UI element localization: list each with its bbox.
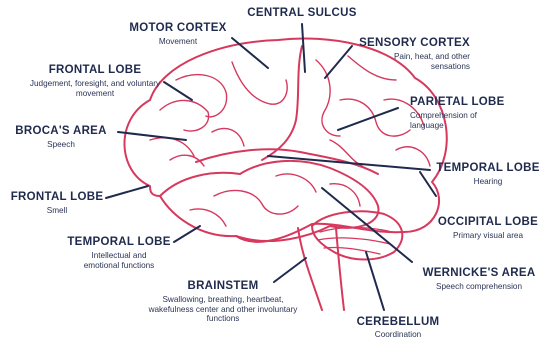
frontal-lobe-bottom-title: FRONTAL LOBE (4, 191, 110, 204)
sensory-cortex-desc: Pain, heat, and other sensations (370, 52, 470, 71)
label-wernickes-area: WERNICKE'S AREA Speech comprehension (410, 267, 548, 292)
wernickes-area-title: WERNICKE'S AREA (410, 267, 548, 280)
label-occipital-lobe: OCCIPITAL LOBE Primary visual area (428, 216, 548, 241)
label-frontal-lobe-top: FRONTAL LOBE Judgement, foresight, and v… (22, 64, 168, 98)
parietal-lobe-title: PARIETAL LOBE (410, 96, 540, 109)
cerebellum-desc: Coordination (340, 330, 456, 339)
temporal-lobe-right-title: TEMPORAL LOBE (430, 162, 546, 175)
parietal-lobe-desc: Comprehension of language (410, 111, 500, 130)
label-brocas-area: BROCA'S AREA Speech (6, 125, 116, 150)
leader-frontal-lobe-top (164, 82, 192, 100)
temporal-lobe-outline (160, 161, 378, 241)
occipital-lobe-title: OCCIPITAL LOBE (428, 216, 548, 229)
brainstem-desc: Swallowing, breathing, heartbeat, wakefu… (142, 295, 304, 323)
label-brainstem: BRAINSTEM Swallowing, breathing, heartbe… (142, 280, 304, 323)
wernickes-area-desc: Speech comprehension (410, 282, 548, 291)
motor-cortex-desc: Movement (108, 37, 248, 46)
brainstem-outline (298, 228, 344, 310)
gyri-frontal (150, 62, 287, 166)
label-frontal-lobe-bottom: FRONTAL LOBE Smell (4, 191, 110, 216)
leader-cerebellum (366, 252, 384, 310)
leader-brainstem (274, 258, 306, 282)
label-sensory-cortex: SENSORY CORTEX Pain, heat, and other sen… (330, 37, 470, 71)
leader-frontal-lobe-bottom (106, 186, 148, 198)
sensory-cortex-title: SENSORY CORTEX (330, 37, 470, 50)
temporal-lobe-left-desc: Intellectual and emotional functions (60, 251, 178, 270)
label-temporal-lobe-left: TEMPORAL LOBE Intellectual and emotional… (60, 236, 178, 270)
brainstem-title: BRAINSTEM (142, 280, 304, 293)
occipital-lobe-desc: Primary visual area (428, 231, 548, 240)
frontal-lobe-top-title: FRONTAL LOBE (22, 64, 168, 77)
temporal-lobe-left-title: TEMPORAL LOBE (60, 236, 178, 249)
frontal-lobe-bottom-desc: Smell (4, 206, 110, 215)
label-cerebellum: CEREBELLUM Coordination (340, 316, 456, 340)
leader-temporal-lobe-right (268, 156, 430, 170)
brocas-area-title: BROCA'S AREA (6, 125, 116, 138)
leader-parietal-lobe (338, 108, 398, 130)
label-central-sulcus: CENTRAL SULCUS (232, 7, 372, 20)
cerebellum-title: CEREBELLUM (340, 316, 456, 329)
brocas-area-desc: Speech (6, 140, 116, 149)
gyri-temporal (190, 174, 360, 226)
label-motor-cortex: MOTOR CORTEX Movement (108, 22, 248, 47)
label-parietal-lobe: PARIETAL LOBE Comprehension of language (410, 96, 540, 130)
label-temporal-lobe-right: TEMPORAL LOBE Hearing (430, 162, 546, 187)
temporal-lobe-right-desc: Hearing (430, 177, 546, 186)
motor-cortex-title: MOTOR CORTEX (108, 22, 248, 35)
central-sulcus-title: CENTRAL SULCUS (232, 7, 372, 20)
cerebellum-outline (312, 211, 402, 259)
frontal-lobe-top-desc: Judgement, foresight, and voluntary move… (22, 79, 168, 98)
